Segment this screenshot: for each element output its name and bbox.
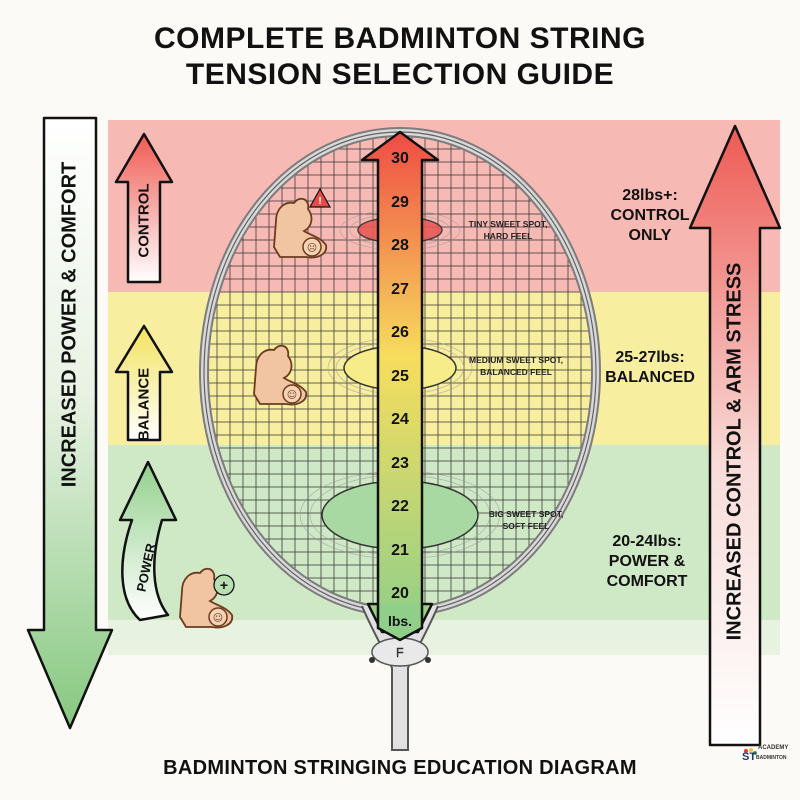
flexed-arm-neutral-icon: ☺ xyxy=(253,344,308,406)
balance-arrow xyxy=(114,324,174,442)
page-title-line2: TENSION SELECTION GUIDE xyxy=(185,58,615,91)
zone-label-control: 28lbs+: CONTROL ONLY xyxy=(575,186,725,246)
scale-tick-29: 29 xyxy=(391,193,409,211)
right-axis-arrow xyxy=(688,124,782,747)
zone-balanced-line2: BALANCED xyxy=(605,369,695,386)
brand-logo-mark xyxy=(744,748,757,755)
sweet-spot-tiny-label: TINY SWEET SPOT, HARD FEEL xyxy=(438,218,578,242)
brand-top: ACADEMY xyxy=(758,745,789,751)
brand-mid: ST xyxy=(742,751,757,763)
sweet-tiny-line2: HARD FEEL xyxy=(483,231,533,241)
flexed-arm-strained-icon: ☹ ! xyxy=(273,187,332,259)
scale-tick-23: 23 xyxy=(391,454,409,472)
sweet-medium-line1: MEDIUM SWEET SPOT, xyxy=(469,355,563,365)
sweet-tiny-line1: TINY SWEET SPOT, xyxy=(468,219,548,229)
brand-bottom: BADMINTON xyxy=(756,755,787,761)
scale-tick-20: 20 xyxy=(391,585,409,602)
svg-text:☹: ☹ xyxy=(307,243,317,254)
scale-tick-25: 25 xyxy=(391,367,409,385)
zone-control-range: 28lbs+: xyxy=(622,187,678,204)
scale-tick-24: 24 xyxy=(391,411,409,428)
scale-tick-22: 22 xyxy=(391,498,409,515)
page-title-line1: COMPLETE BADMINTON STRING xyxy=(154,22,646,55)
zone-power-line2: POWER & xyxy=(608,553,686,570)
zone-power-line3: COMFORT xyxy=(606,573,688,590)
power-arrow xyxy=(118,460,178,622)
left-axis-arrow xyxy=(26,116,114,730)
left-axis-label: INCREASED POWER & COMFORT xyxy=(58,161,81,488)
right-axis-label: INCREASED CONTROL & ARM STRESS xyxy=(723,262,746,641)
sweet-spot-big-label: BIG SWEET SPOT, SOFT FEEL xyxy=(456,508,596,532)
scale-tick-27: 27 xyxy=(391,280,409,298)
sweet-spot-medium-label: MEDIUM SWEET SPOT, BALANCED FEEL xyxy=(446,354,586,378)
control-arrow-label: CONTROL xyxy=(135,183,153,258)
scale-tick-26: 26 xyxy=(391,324,409,341)
tension-scale-arrow xyxy=(360,130,440,634)
zone-power-range: 20-24lbs: xyxy=(612,533,682,550)
sweet-big-line1: BIG SWEET SPOT, xyxy=(488,509,564,519)
svg-text:ᖴ: ᖴ xyxy=(396,646,403,660)
sweet-medium-line2: BALANCED FEEL xyxy=(480,367,552,377)
zone-control-line2: CONTROL xyxy=(610,207,690,224)
footer-caption: BADMINTON STRINGING EDUCATION DIAGRAM xyxy=(163,757,637,779)
control-arrow xyxy=(114,132,174,284)
scale-tick-30: 30 xyxy=(391,150,409,167)
svg-text:☺: ☺ xyxy=(213,613,223,624)
scale-tick-28: 28 xyxy=(391,237,409,254)
scale-tick-21: 21 xyxy=(391,541,409,559)
zone-balanced-range: 25-27lbs: xyxy=(615,349,685,366)
sweet-big-line2: SOFT FEEL xyxy=(502,521,550,531)
zone-label-power: 20-24lbs: POWER & COMFORT xyxy=(572,532,722,592)
flexed-arm-happy-icon: ☺ + xyxy=(179,567,235,629)
zone-control-line3: ONLY xyxy=(628,227,672,244)
svg-text:+: + xyxy=(220,577,228,593)
svg-text:☺: ☺ xyxy=(287,390,297,401)
svg-text:!: ! xyxy=(318,196,321,207)
brand-logo: ACADEMY ST BADMINTON xyxy=(738,745,794,771)
balance-arrow-label: BALANCE xyxy=(135,367,153,442)
zone-label-balanced: 25-27lbs: BALANCED xyxy=(575,348,725,388)
scale-unit: lbs. xyxy=(387,612,413,629)
